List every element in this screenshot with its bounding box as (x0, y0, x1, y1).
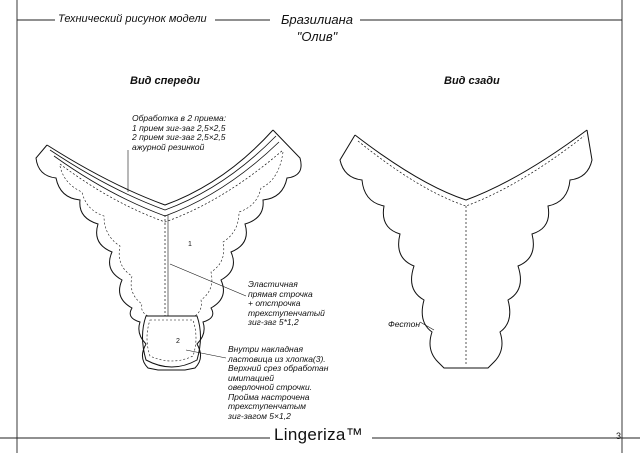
back-scallop-outline (339, 129, 593, 369)
model-title: Бразилиана (280, 12, 354, 27)
brand-logo: Lingeriza™ (274, 425, 363, 444)
processing-note: Обработка в 2 приема: 1 прием зиг-заг 2,… (132, 113, 227, 152)
page-number: 3 (616, 431, 622, 441)
model-subtitle: "Олив" (296, 29, 338, 44)
front-view-drawing (35, 129, 302, 371)
part-label-2: 2 (176, 338, 180, 345)
front-waistband (46, 129, 274, 206)
back-waistband (354, 129, 588, 201)
back-view-label: Вид сзади (444, 75, 500, 87)
front-gusset (142, 315, 201, 368)
part-label-1: 1 (188, 241, 192, 248)
front-scallop-outline (35, 129, 302, 371)
header-left-label: Технический рисунок модели (58, 13, 207, 25)
stitch-note: Эластичная прямая строчка + отстрочка тр… (248, 279, 325, 327)
back-view-drawing (339, 129, 593, 369)
scallop-note: Фестон (388, 319, 421, 329)
front-view-label: Вид спереди (130, 75, 200, 87)
gusset-note: Внутри накладная ластовица из хлопка(3).… (228, 344, 329, 421)
